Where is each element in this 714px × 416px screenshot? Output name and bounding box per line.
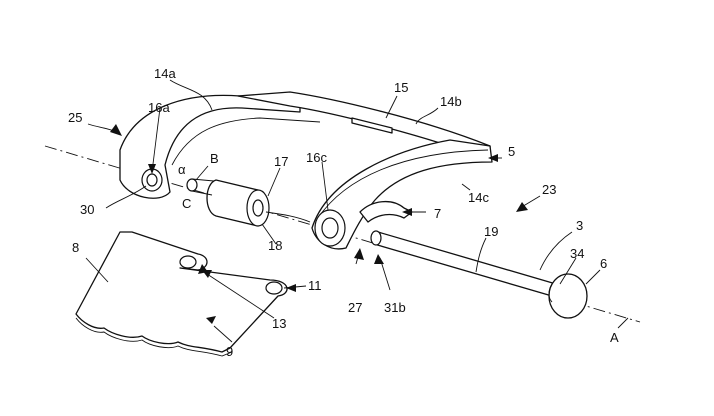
arrows bbox=[110, 124, 528, 324]
label-3: 3 bbox=[576, 218, 583, 233]
pin-bc bbox=[186, 178, 198, 192]
loop-11 bbox=[265, 281, 283, 295]
frame-inner-edge bbox=[171, 117, 321, 166]
label-7: 7 bbox=[434, 206, 441, 221]
label-11: 11 bbox=[308, 278, 322, 293]
label-b: B bbox=[210, 151, 219, 166]
pin-bc-shaft bbox=[191, 178, 215, 196]
slot-15 bbox=[351, 117, 393, 134]
eye-16c bbox=[314, 209, 346, 247]
strip-8 bbox=[75, 231, 288, 357]
hole-16c-inner bbox=[321, 217, 339, 239]
loop-13 bbox=[179, 255, 197, 269]
arm-14c bbox=[311, 139, 493, 250]
label-15: 15 bbox=[394, 80, 408, 95]
label-23: 23 bbox=[542, 182, 556, 197]
label-8: 8 bbox=[72, 240, 79, 255]
strip-body bbox=[75, 231, 288, 353]
pin-shaft-19 bbox=[373, 231, 557, 297]
roller-18 bbox=[186, 178, 311, 227]
hole-16a-inner bbox=[146, 173, 158, 187]
label-6: 6 bbox=[600, 256, 607, 271]
frame-14 bbox=[119, 91, 493, 250]
label-25: 25 bbox=[68, 110, 82, 125]
label-17: 17 bbox=[274, 154, 288, 169]
label-14c: 14c bbox=[468, 190, 489, 205]
label-18: 18 bbox=[268, 238, 282, 253]
label-14a: 14a bbox=[154, 66, 176, 81]
label-31b: 31b bbox=[384, 300, 406, 315]
label-5: 5 bbox=[508, 144, 515, 159]
reference-labels: 14a 15 14b 25 16a 5 B α C 17 16c 30 23 1… bbox=[68, 66, 619, 359]
label-13: 13 bbox=[272, 316, 286, 331]
pin-head-6 bbox=[548, 273, 588, 319]
pin-collar-34 bbox=[548, 283, 553, 303]
spring-17 bbox=[265, 211, 311, 223]
label-27: 27 bbox=[348, 300, 362, 315]
arm-14c-edge bbox=[317, 149, 489, 219]
label-a: A bbox=[610, 330, 619, 345]
label-c: C bbox=[182, 196, 191, 211]
pin-3 bbox=[370, 230, 588, 319]
label-34: 34 bbox=[570, 246, 584, 261]
label-alpha: α bbox=[178, 162, 186, 177]
label-9: 9 bbox=[226, 344, 233, 359]
strip-edge-9 bbox=[75, 317, 233, 357]
hook-7 bbox=[359, 201, 413, 223]
arm-14a bbox=[119, 94, 301, 199]
label-19: 19 bbox=[484, 224, 498, 239]
label-16a: 16a bbox=[148, 100, 170, 115]
label-30: 30 bbox=[80, 202, 94, 217]
roller-bore bbox=[252, 199, 264, 217]
label-16c: 16c bbox=[306, 150, 327, 165]
label-14b: 14b bbox=[440, 94, 462, 109]
pin-end-31b bbox=[370, 230, 382, 246]
